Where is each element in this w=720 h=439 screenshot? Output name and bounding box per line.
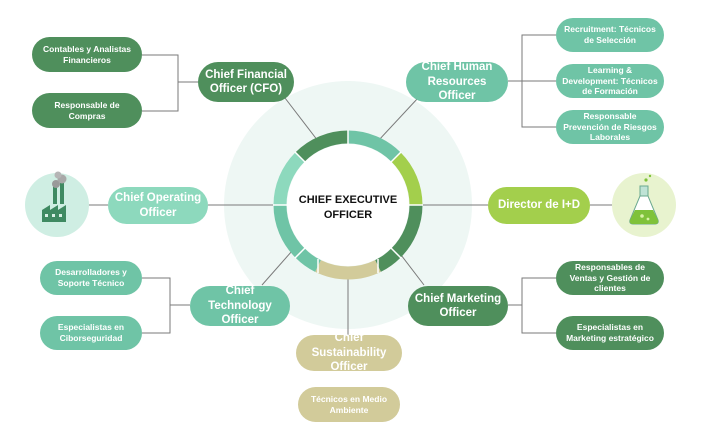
chro-node[interactable]: Chief Human Resources Officer — [406, 61, 508, 102]
flask-icon — [612, 173, 676, 237]
cmo-node[interactable]: Chief Marketing Officer — [408, 286, 508, 326]
factory-icon — [25, 171, 89, 237]
cto-team-developers[interactable]: Desarrolladores y Soporte Técnico — [40, 261, 142, 295]
cmo-team-sales[interactable]: Responsables de Ventas y Gestión de clie… — [556, 261, 664, 295]
ceo-title: CHIEF EXECUTIVE OFFICER — [298, 193, 398, 221]
cso-team-environment[interactable]: Técnicos en Medio Ambiente — [298, 387, 400, 422]
cfo-node[interactable]: Chief Financial Officer (CFO) — [198, 62, 294, 102]
rd-node[interactable]: Director de I+D — [488, 187, 590, 224]
coo-node[interactable]: Chief Operating Officer — [108, 187, 208, 224]
cfo-team-accountants[interactable]: Contables y Analistas Financieros — [32, 37, 142, 72]
cto-node[interactable]: Chief Technology Officer — [190, 285, 290, 326]
chro-team-recruitment[interactable]: Recruitment: Técnicos de Selección — [556, 18, 664, 52]
chro-team-risk-prevention[interactable]: Responsable Prevención de Riesgos Labora… — [556, 110, 664, 144]
cfo-team-purchasing[interactable]: Responsable de Compras — [32, 93, 142, 128]
cmo-team-strategic-marketing[interactable]: Especialistas en Marketing estratégico — [556, 316, 664, 350]
chro-team-learning[interactable]: Learning & Development: Técnicos de Form… — [556, 64, 664, 98]
cso-node[interactable]: Chief Sustainability Officer — [296, 332, 402, 373]
cto-team-cybersecurity[interactable]: Especialistas en Ciborseguridad — [40, 316, 142, 350]
